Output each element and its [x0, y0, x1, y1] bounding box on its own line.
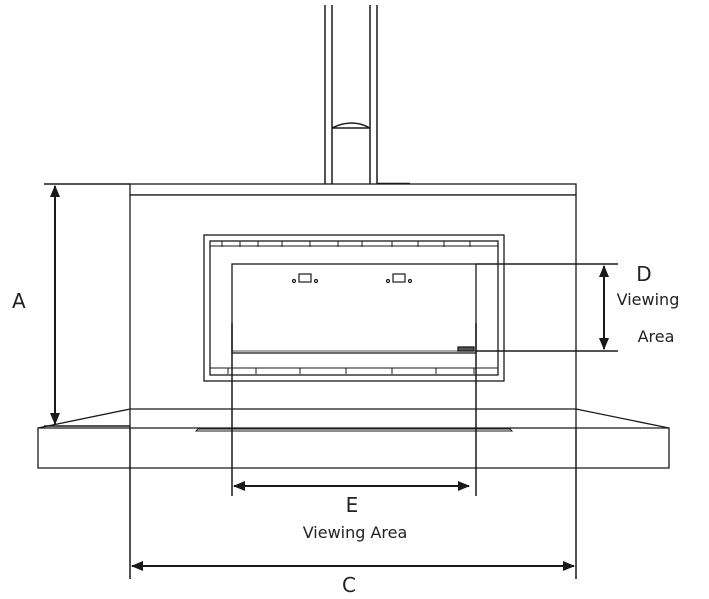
label-d-viewing: Viewing	[617, 290, 680, 309]
dimension-e: E Viewing Area	[231, 323, 477, 542]
viewing-glass	[231, 263, 477, 354]
vent-right	[385, 273, 413, 284]
vent-left	[291, 273, 319, 284]
label-e: E	[346, 493, 359, 517]
label-e-viewing-area: Viewing Area	[303, 523, 408, 542]
flue-pipe	[324, 5, 410, 186]
hearth-plate	[37, 408, 670, 469]
stove-top-cap	[129, 183, 577, 196]
dimension-c: C	[129, 428, 577, 597]
label-d-area: Area	[638, 327, 675, 346]
label-c: C	[342, 573, 356, 597]
dimension-d: D Viewing Area	[476, 262, 680, 352]
firebox-frame	[203, 234, 505, 382]
label-d: D	[636, 262, 651, 286]
label-a: A	[12, 289, 26, 313]
dimension-a: A	[12, 183, 130, 427]
